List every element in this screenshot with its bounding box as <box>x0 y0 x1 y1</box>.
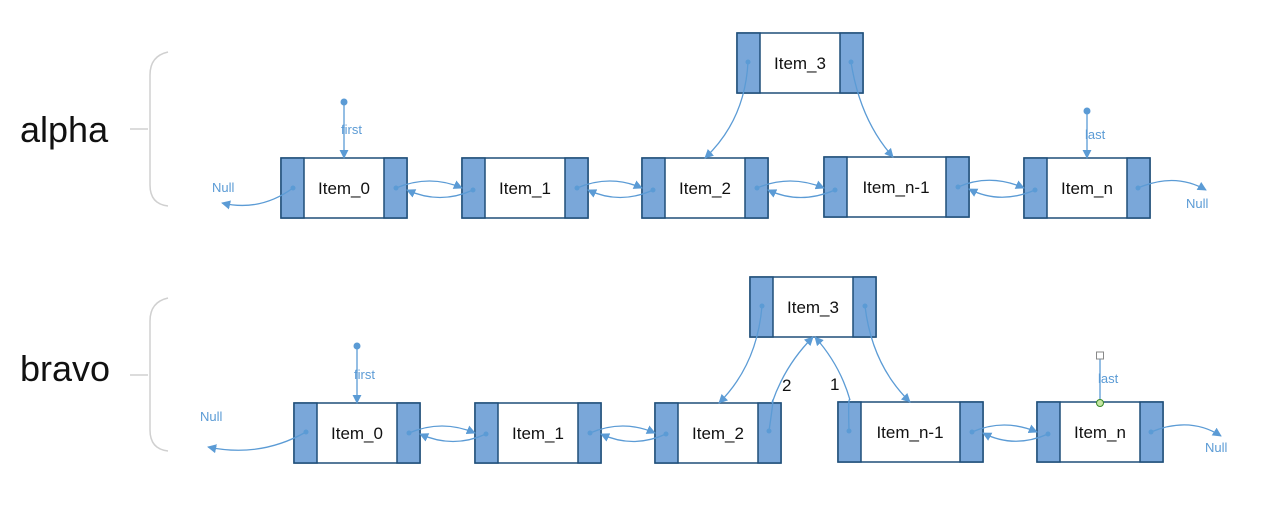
node-label: Item_n-1 <box>862 178 929 197</box>
list-node-new: Item_3 <box>749 276 877 338</box>
pointer-last-label: last <box>1098 371 1119 386</box>
node-label: Item_n <box>1074 423 1126 442</box>
link-dots <box>290 59 1141 193</box>
section-label: bravo <box>20 348 110 389</box>
node-label: Item_0 <box>318 179 370 198</box>
pointer-last-label: last <box>1085 127 1106 142</box>
list-node: Item_0 <box>280 157 408 219</box>
list-node: Item_n <box>1036 401 1164 463</box>
section-alpha: alpha Item_0 Item_1 Item_2 Item_n-1 <box>20 32 1209 219</box>
section-brace <box>130 297 169 452</box>
null-left-label: Null <box>200 409 223 424</box>
list-node: Item_0 <box>293 402 421 464</box>
list-node-new: Item_3 <box>736 32 864 94</box>
list-node: Item_n-1 <box>837 401 984 463</box>
list-node: Item_2 <box>641 157 769 219</box>
pointer-first-label: first <box>354 367 375 382</box>
list-node: Item_2 <box>654 402 782 464</box>
node-label: Item_1 <box>499 179 551 198</box>
pointer-first-label: first <box>341 122 362 137</box>
node-label: Item_n <box>1061 179 1113 198</box>
null-left-label: Null <box>212 180 235 195</box>
section-bravo: bravo Item_0 Item_1 Item_2 Item_n-1 <box>20 276 1228 464</box>
pointer-handle-square <box>1096 351 1104 360</box>
node-label: Item_1 <box>512 424 564 443</box>
list-node: Item_n <box>1023 157 1151 219</box>
section-label: alpha <box>20 109 109 150</box>
list-node: Item_1 <box>474 402 602 464</box>
list-node: Item_1 <box>461 157 589 219</box>
section-brace <box>130 51 169 207</box>
node-label: Item_2 <box>679 179 731 198</box>
node-label: Item_2 <box>692 424 744 443</box>
null-right-label: Null <box>1186 196 1209 211</box>
node-label: Item_3 <box>787 298 839 317</box>
link-arrows <box>207 305 1222 454</box>
pointer-handle-circle <box>1096 399 1104 407</box>
step-label: 2 <box>782 376 791 395</box>
null-right-label: Null <box>1205 440 1228 455</box>
node-label: Item_3 <box>774 54 826 73</box>
link-arrows <box>221 61 1207 210</box>
link-dots <box>303 303 1154 437</box>
node-label: Item_0 <box>331 424 383 443</box>
node-label: Item_n-1 <box>876 423 943 442</box>
step-label: 1 <box>830 375 839 394</box>
list-node: Item_n-1 <box>823 156 970 218</box>
